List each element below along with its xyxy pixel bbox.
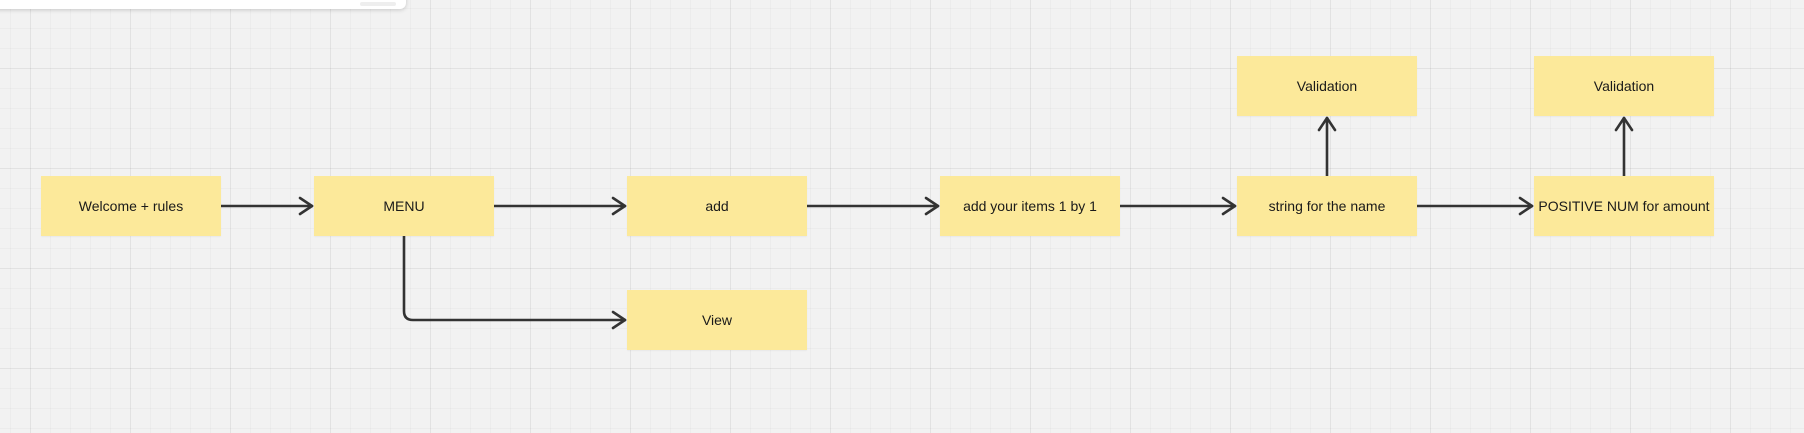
toolbar-panel[interactable]	[0, 0, 406, 9]
connector-items-to-string[interactable]	[1118, 196, 1237, 216]
note-label: Validation	[1296, 78, 1358, 94]
note-label: string for the name	[1268, 198, 1386, 214]
connector-welcome-to-menu[interactable]	[219, 196, 314, 216]
note-welcome-rules[interactable]: Welcome + rules	[41, 176, 221, 236]
note-add[interactable]: add	[627, 176, 807, 236]
note-validation-name[interactable]: Validation	[1237, 56, 1417, 116]
note-view[interactable]: View	[627, 290, 807, 350]
note-add-items[interactable]: add your items 1 by 1	[940, 176, 1120, 236]
note-label: Validation	[1593, 78, 1655, 94]
connector-menu-to-view[interactable]	[402, 234, 627, 330]
note-positive-amount[interactable]: POSITIVE NUM for amount	[1534, 176, 1714, 236]
note-label: POSITIVE NUM for amount	[1538, 198, 1710, 214]
note-string-name[interactable]: string for the name	[1237, 176, 1417, 236]
note-label: View	[701, 312, 733, 328]
connector-menu-to-add[interactable]	[492, 196, 627, 216]
toolbar-handle[interactable]	[360, 2, 396, 6]
connector-string-to-positive[interactable]	[1415, 196, 1534, 216]
note-label: MENU	[383, 198, 425, 214]
note-label: add	[705, 198, 729, 214]
connector-string-to-validation[interactable]	[1317, 116, 1337, 178]
connector-positive-to-validation[interactable]	[1614, 116, 1634, 178]
note-menu[interactable]: MENU	[314, 176, 494, 236]
note-label: add your items 1 by 1	[963, 198, 1097, 214]
note-label: Welcome + rules	[78, 198, 184, 214]
note-validation-amount[interactable]: Validation	[1534, 56, 1714, 116]
connector-add-to-items[interactable]	[805, 196, 940, 216]
